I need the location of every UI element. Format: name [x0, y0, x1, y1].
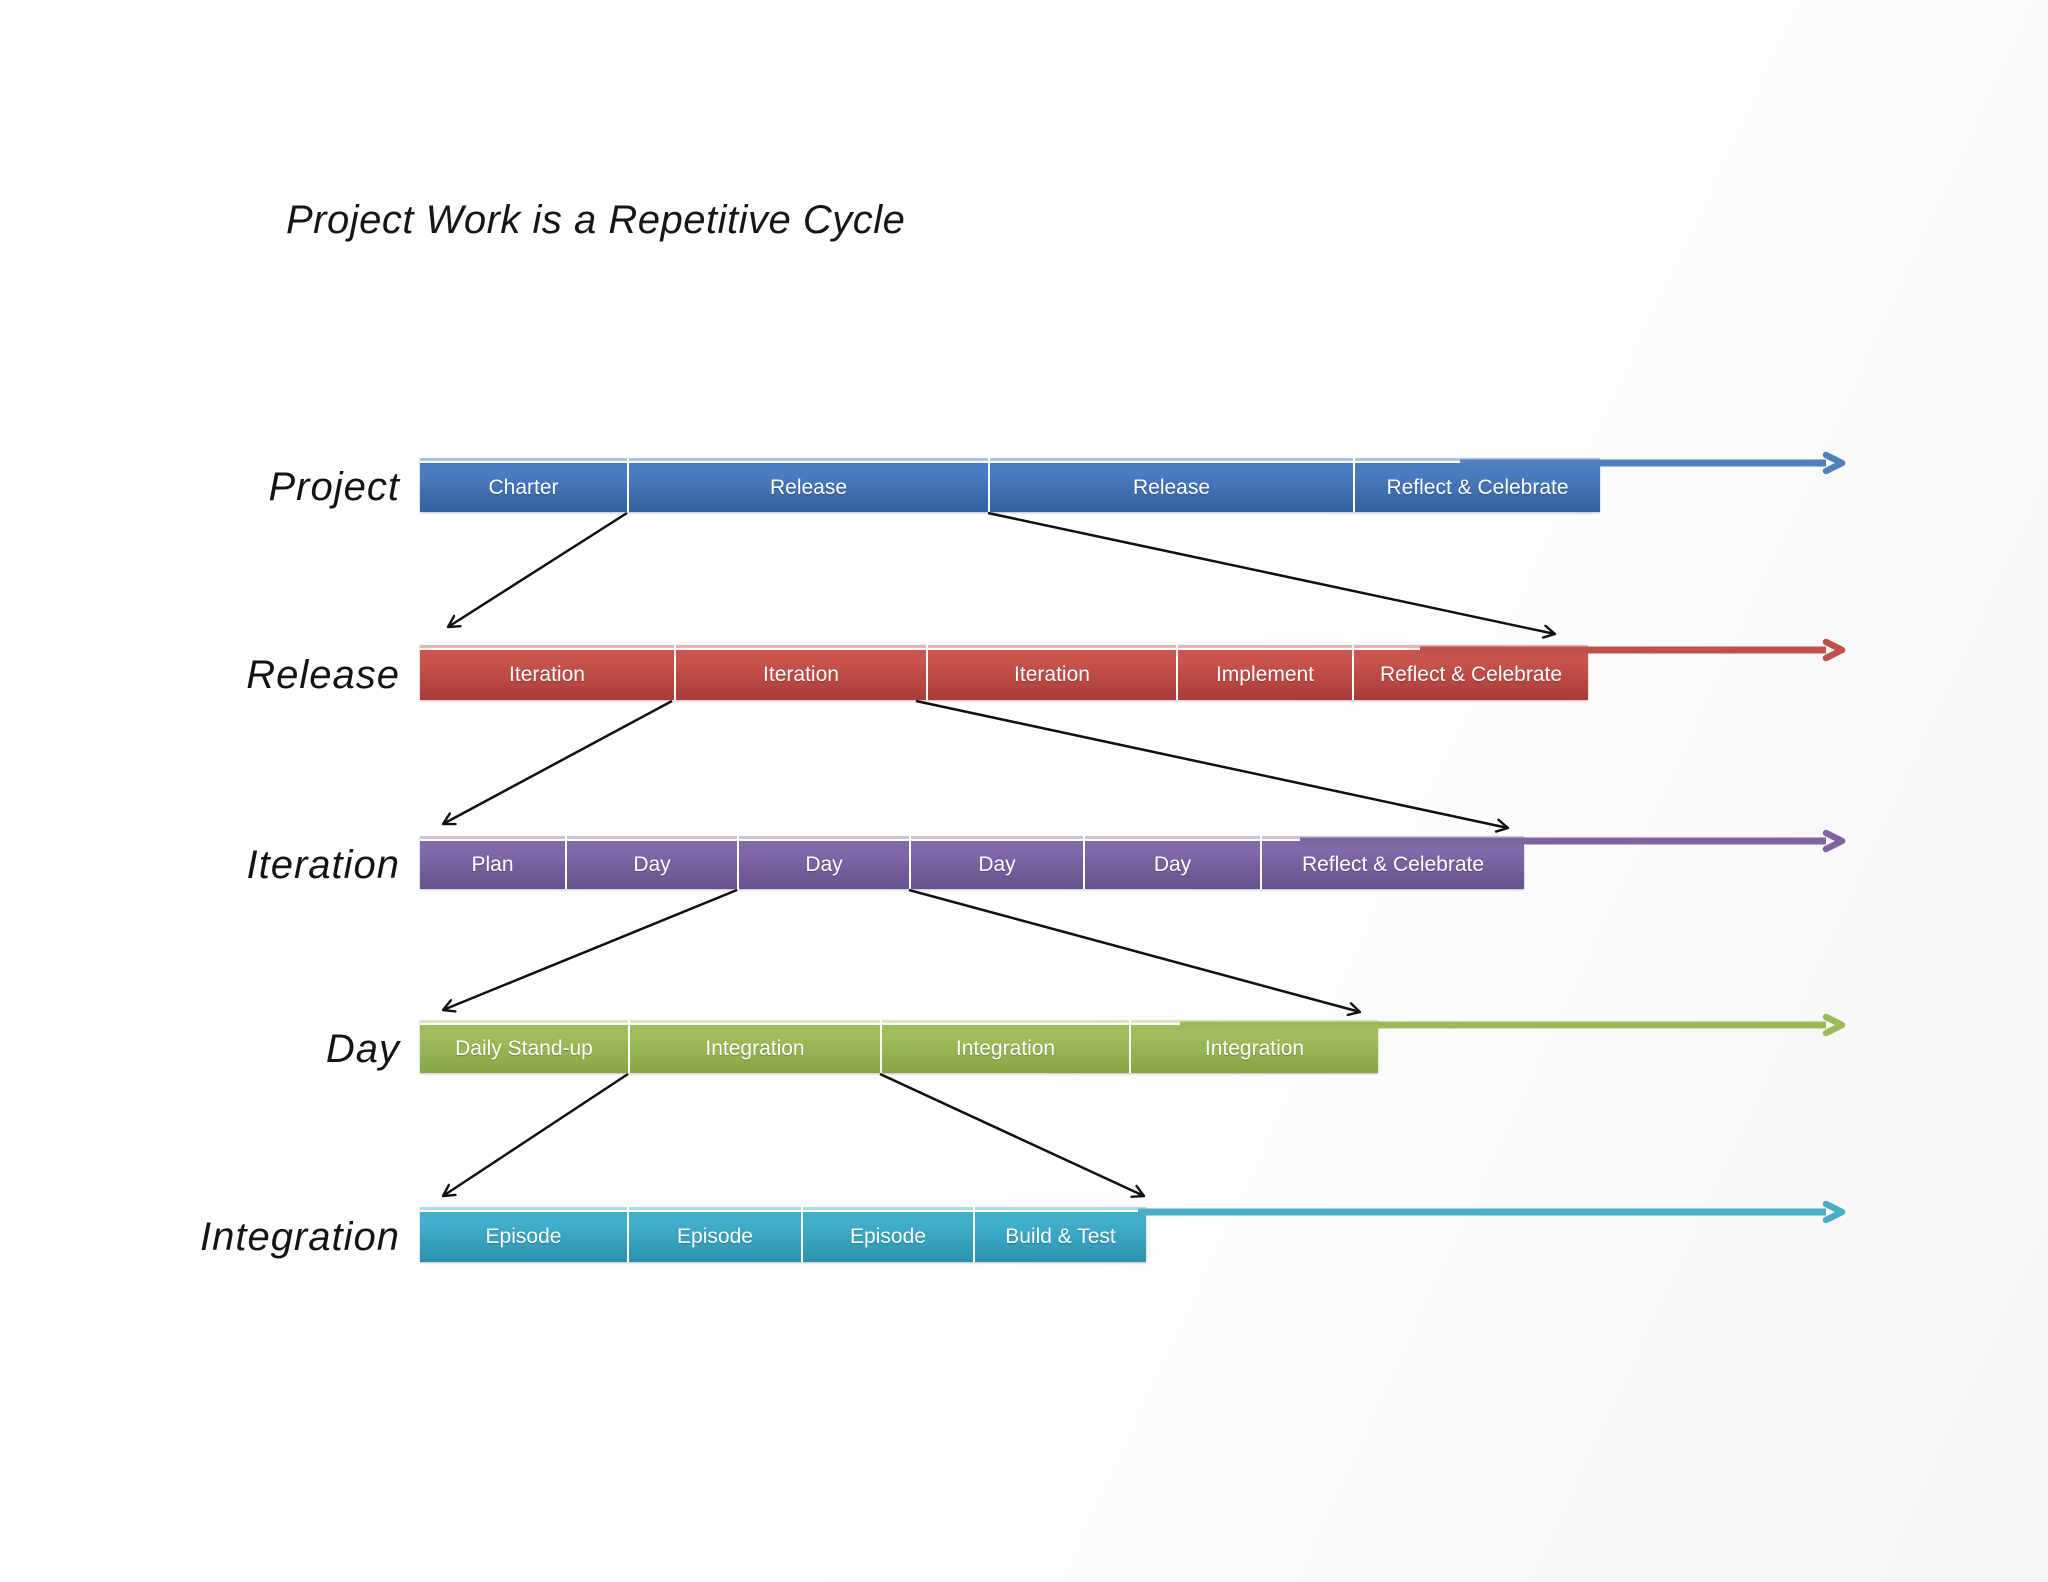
bar-segment: Iteration: [509, 663, 585, 686]
bar-segment: Implement: [1176, 645, 1352, 700]
connector-day-integration-right: [879, 1072, 1146, 1199]
connector-release-iteration-left: [441, 699, 673, 826]
bar-segment: Release: [988, 458, 1353, 512]
bar-segment: Integration: [628, 1020, 880, 1073]
bar-segment: Iteration: [926, 645, 1176, 700]
connector-iteration-day-left: [441, 888, 738, 1013]
connector-day-integration-left: [441, 1072, 629, 1198]
connector-iteration-day-right: [908, 888, 1362, 1017]
bar-segment: Plan: [471, 853, 514, 876]
bar-segment: Integration: [1129, 1020, 1378, 1073]
iteration-bar: Plan Day Day Day Day Reflect & Celebrate: [420, 836, 1524, 889]
bar-segment: Integration: [880, 1020, 1129, 1073]
bar-segment: Episode: [485, 1225, 562, 1248]
row-label-iteration: Iteration: [246, 843, 400, 887]
connector-release-iteration-right: [915, 699, 1510, 833]
bar-segment: Day: [737, 836, 909, 889]
row-label-release: Release: [246, 653, 400, 697]
bar-segment: Iteration: [674, 645, 926, 700]
day-bar: Daily Stand-up Integration Integration I…: [420, 1020, 1378, 1073]
release-bar: Iteration Iteration Iteration Implement …: [420, 645, 1588, 700]
bar-segment: Build & Test: [973, 1207, 1146, 1262]
bar-segment: Day: [565, 836, 737, 889]
bar-segment: Episode: [801, 1207, 973, 1262]
bar-segment: Reflect & Celebrate: [1260, 836, 1524, 889]
connector-project-release-left: [446, 511, 628, 629]
row-label-project: Project: [268, 465, 400, 509]
bar-segment: Reflect & Celebrate: [1352, 645, 1588, 700]
bar-segment: Episode: [627, 1207, 801, 1262]
bar-segment: Day: [1083, 836, 1260, 889]
project-bar: Charter Release Release Reflect & Celebr…: [420, 458, 1600, 512]
connector-project-release-right: [987, 511, 1557, 639]
bar-segment: Charter: [488, 475, 559, 499]
bar-segment: Release: [627, 458, 988, 512]
row-label-day: Day: [325, 1027, 400, 1071]
page-title: Project Work is a Repetitive Cycle: [286, 198, 906, 242]
bar-segment: Reflect & Celebrate: [1353, 458, 1600, 512]
bar-segment: Day: [909, 836, 1083, 889]
bar-segment: Daily Stand-up: [455, 1037, 593, 1060]
row-label-integration: Integration: [199, 1215, 400, 1259]
integration-bar: Episode Episode Episode Build & Test: [420, 1207, 1146, 1262]
